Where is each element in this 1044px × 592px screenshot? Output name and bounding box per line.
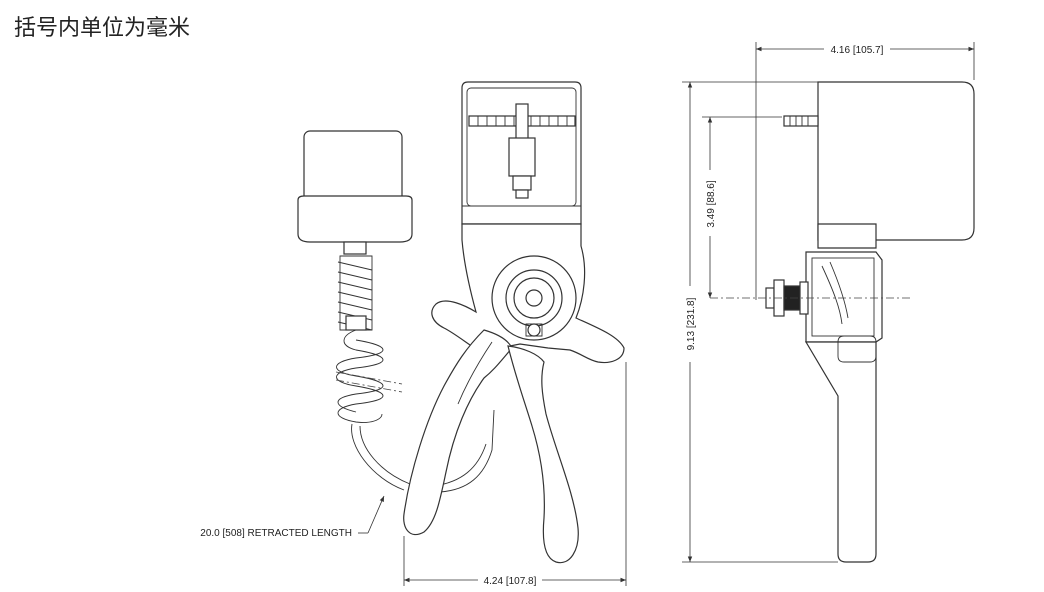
overall-height-label: 9.13 [231.8] xyxy=(686,297,697,350)
overall-height-dimension: 9.13 [231.8] xyxy=(682,81,838,563)
side-housing xyxy=(817,81,975,241)
gauge-cap xyxy=(297,130,413,255)
adjustment-frame xyxy=(461,81,582,225)
front-width-label: 4.24 [107.8] xyxy=(484,576,537,587)
side-width-dimension: 4.16 [105.7] xyxy=(755,42,975,300)
strain-relief-spring xyxy=(337,255,373,331)
side-handle xyxy=(804,341,877,563)
left-handle xyxy=(403,329,513,536)
side-view: 4.16 [105.7] 9.13 [231.8] 3.49 [88.6] xyxy=(682,42,975,563)
cable-length-callout: 20.0 [508] RETRACTED LENGTH xyxy=(200,495,385,539)
side-jaw xyxy=(805,251,883,343)
front-width-dimension: 4.24 [107.8] xyxy=(403,362,627,587)
right-handle xyxy=(507,345,579,564)
side-gear xyxy=(783,115,819,127)
jaw-body xyxy=(431,223,625,364)
side-width-label: 4.16 [105.7] xyxy=(831,45,884,56)
pivot-height-dimension: 3.49 [88.6] xyxy=(702,116,782,298)
units-note: 括号内单位为毫米 xyxy=(14,16,191,41)
pivot-height-label: 3.49 [88.6] xyxy=(706,180,717,227)
front-view: 4.24 [107.8] 20.0 [508] RETRACTED LENGTH xyxy=(200,81,627,587)
cable-length-label: 20.0 [508] RETRACTED LENGTH xyxy=(200,528,352,539)
